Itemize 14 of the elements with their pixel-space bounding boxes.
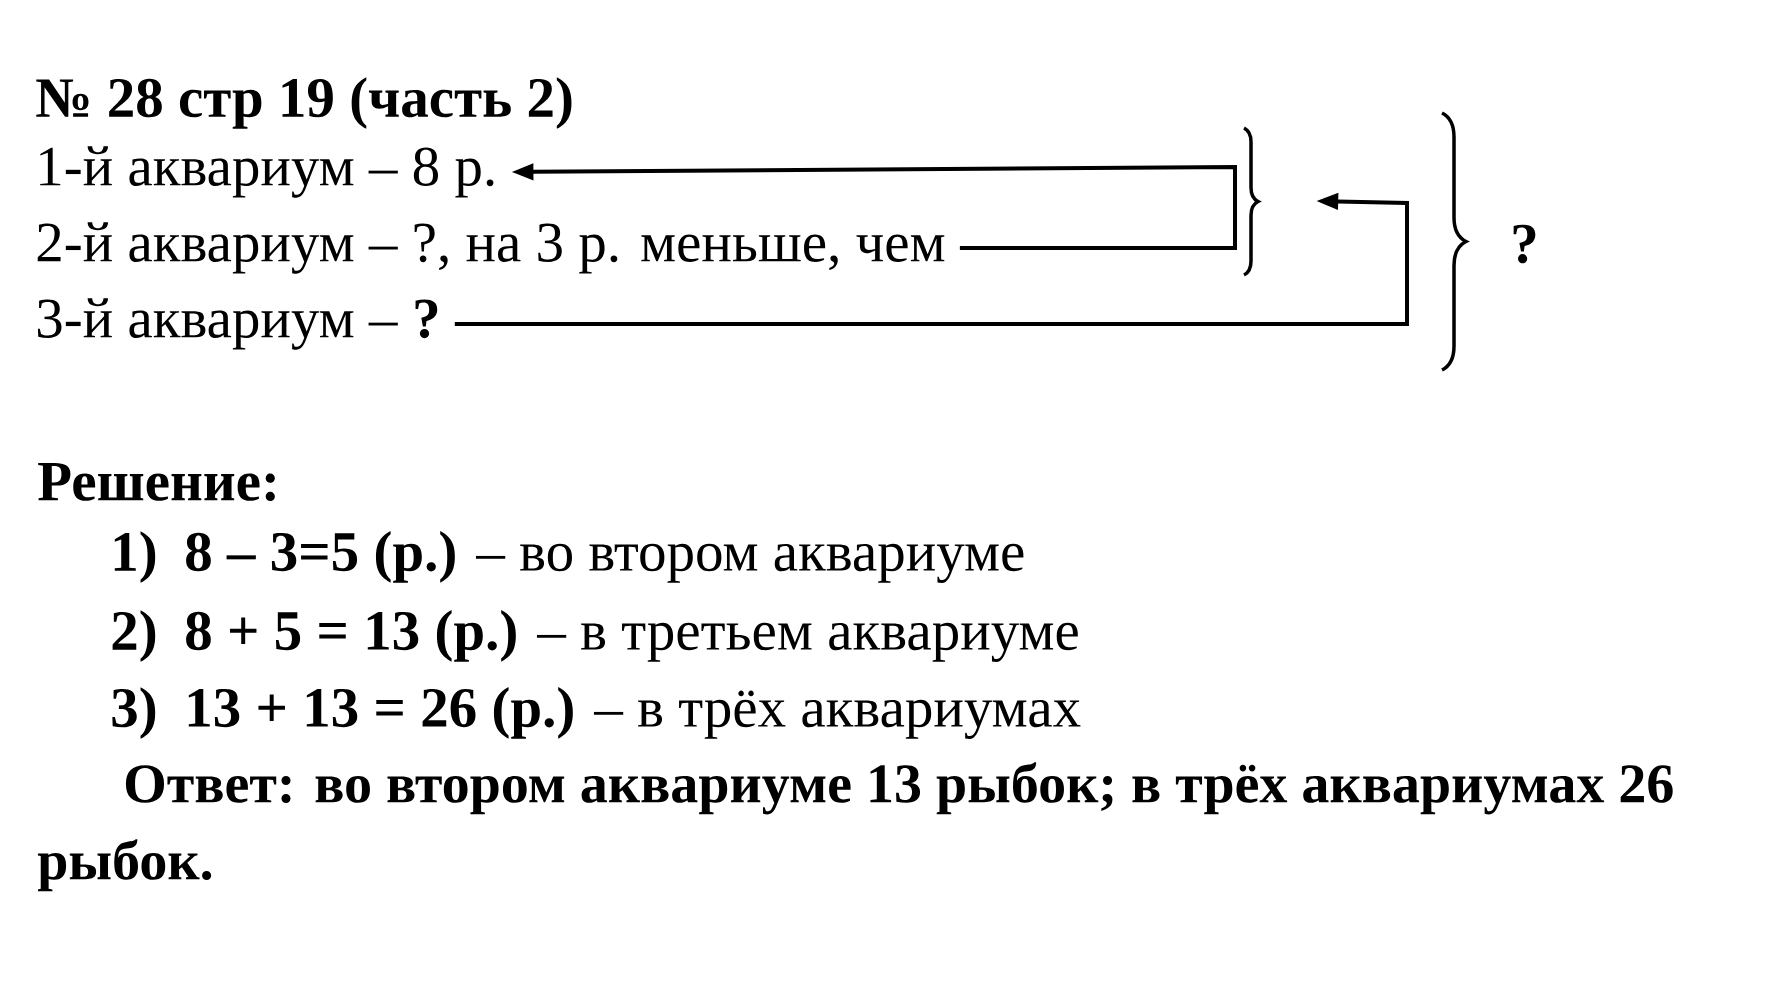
step-number: 3)	[112, 687, 156, 739]
text-line: 3-й аквариум – ?	[37, 298, 438, 350]
text-line: 2-й аквариум – ?, на 3 р. меньше, чем	[37, 222, 945, 274]
section-heading: Решение:	[38, 462, 275, 502]
solution-step: 8 + 5 = 13 (р.) – в третьем аквариуме	[186, 610, 1078, 662]
heading: № 28 стр 19 (часть 2)	[36, 77, 572, 129]
solution-step: 13 + 13 = 26 (р.) – в трёх аквариумах	[188, 687, 1081, 739]
curly-brace	[1243, 126, 1260, 277]
answer-text: Ответ: во втором аквариуме 13 рыбок; в трёх аквариумах 26 рыбок.	[37, 762, 1673, 892]
question-mark: ?	[1513, 224, 1536, 264]
step-number: 2)	[112, 610, 156, 662]
step-number: 1)	[114, 531, 156, 583]
text-line: 1-й аквариум – 8 р.	[40, 146, 494, 198]
solution-step: 8 – 3=5 (р.) – во втором аквариуме	[186, 531, 1024, 583]
